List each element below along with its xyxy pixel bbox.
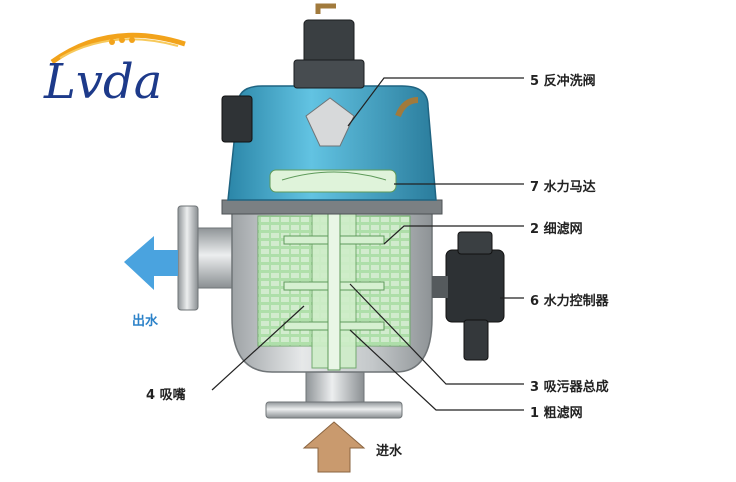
label-inlet: 进水 (376, 444, 403, 459)
leader-lines (211, 77, 524, 411)
logo-swoosh (50, 32, 186, 65)
label-hydraulic-controller: 6 水力控制器 (530, 294, 609, 309)
label-suction-nozzle: 4 吸嘴 (146, 388, 186, 403)
suction-nozzles (283, 235, 385, 331)
label-dirt-collector: 3 吸污器总成 (530, 380, 609, 395)
leader-coarse (349, 329, 524, 411)
label-outlet: 出水 (132, 314, 159, 329)
label-backwash-valve: 5 反冲洗阀 (530, 74, 596, 89)
head-side-fitting (221, 95, 419, 143)
leader-suction (211, 305, 305, 391)
label-coarse-screen: 1 粗滤网 (530, 406, 583, 421)
label-hydraulic-motor: 7 水力马达 (530, 180, 596, 195)
label-fine-screen: 2 细滤网 (530, 222, 583, 237)
outlet-arrow (124, 236, 178, 290)
leader-fine-screen (383, 225, 524, 245)
leader-collector (349, 283, 524, 385)
hydraulic-motor-part (269, 169, 397, 193)
outlet-pipe (177, 205, 241, 311)
brand-logo: Lvda (43, 32, 186, 110)
backwash-valve-part (293, 3, 365, 147)
hydraulic-controller-part (432, 231, 505, 361)
inlet-arrow (302, 421, 366, 473)
logo-text: Lvda (43, 54, 162, 110)
leader-backwash (347, 77, 524, 127)
